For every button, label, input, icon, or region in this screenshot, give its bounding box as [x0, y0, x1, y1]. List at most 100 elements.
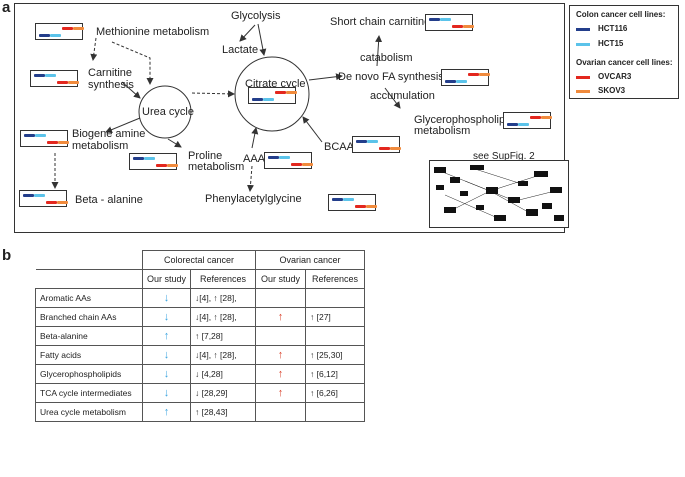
cell-line-dash: [379, 147, 390, 150]
cell-line-dash: [356, 140, 367, 143]
cell-line-dash: [286, 91, 297, 94]
row-ov-our-study: [255, 288, 306, 308]
cell-line-dash: [445, 80, 456, 83]
pathway-frame: [14, 3, 565, 233]
cell-line-dash: [390, 147, 401, 150]
glycero-label-line1: Glycerophospholipid: [414, 114, 514, 126]
row-cr-our-study: ↑: [142, 326, 191, 346]
catabolism-label: catabolism: [360, 52, 413, 64]
legend-skov3: SKOV3: [598, 86, 626, 95]
table-row: Fatty acids↓↓[4], ↑ [28],↑↑ [25,30]: [35, 345, 365, 365]
cell-line-dash: [23, 194, 34, 197]
cell-line-dash: [279, 156, 290, 159]
cell-line-dash: [62, 27, 73, 30]
row-cr-references: ↓[4], ↑ [28],: [190, 345, 256, 365]
biogenic-label-line2: metabolism: [72, 140, 129, 152]
row-ov-references: ↑ [6,12]: [305, 364, 365, 384]
indicator-proline: [129, 153, 178, 170]
cell-line-dash: [291, 163, 302, 166]
table-row: Beta-alanine↑↑ [7,28]: [35, 326, 365, 346]
glycolysis-label: Glycolysis: [231, 10, 281, 22]
legend-hct15: HCT15: [598, 39, 624, 48]
proline-label-line2: metabolism: [188, 161, 245, 173]
table-corner-cell: [35, 250, 143, 270]
cell-line-legend: Colon cancer cell lines: HCT116 HCT15 Ov…: [569, 5, 679, 99]
row-cr-our-study: ↑: [142, 402, 191, 422]
row-cr-our-study: ↓: [142, 307, 191, 327]
row-cr-references: ↓[4], ↑ [28],: [190, 307, 256, 327]
row-metabolite-name: Branched chain AAs: [35, 307, 143, 327]
row-metabolite-name: Beta-alanine: [35, 326, 143, 346]
urea-cycle-label: Urea cycle: [142, 106, 194, 118]
cell-line-dash: [332, 198, 343, 201]
row-metabolite-name: Glycerophospholipids: [35, 364, 143, 384]
results-table: Colorectal cancer Ovarian cancer Our stu…: [35, 250, 365, 422]
table-row: Urea cycle metabolism↑↑ [28,43]: [35, 402, 365, 422]
row-ov-our-study: ↑: [255, 364, 306, 384]
row-ov-references: [305, 326, 365, 346]
aaa-label: AAA: [243, 153, 266, 165]
row-cr-our-study: ↓: [142, 364, 191, 384]
row-metabolite-name: TCA cycle intermediates: [35, 383, 143, 403]
row-ov-references: ↑ [25,30]: [305, 345, 365, 365]
header-colorectal: Colorectal cancer: [142, 250, 256, 270]
table-blank-cell: [35, 269, 143, 289]
cell-line-dash: [275, 91, 286, 94]
row-cr-references: ↓[4], ↑ [28],: [190, 288, 256, 308]
header-cr-our-study: Our study: [142, 269, 191, 289]
header-ov-references: References: [305, 269, 365, 289]
carnitine-label-line1: Carnitine: [88, 67, 133, 79]
row-ov-our-study: ↑: [255, 307, 306, 327]
row-ov-references: ↑ [6,26]: [305, 383, 365, 403]
cell-line-dash: [167, 164, 178, 167]
row-cr-references: ↑ [28,43]: [190, 402, 256, 422]
carnitine-label-line2: synthesis: [88, 79, 134, 91]
cell-line-dash: [57, 81, 68, 84]
cell-line-dash: [367, 140, 378, 143]
header-ovarian: Ovarian cancer: [255, 250, 365, 270]
cell-line-dash: [355, 205, 366, 208]
panel-label-b: b: [2, 247, 12, 264]
cell-line-dash: [530, 116, 541, 119]
panel-label-a: a: [2, 0, 11, 16]
cell-line-dash: [35, 134, 46, 137]
glycero-label-line2: metabolism: [414, 125, 471, 137]
cell-line-dash: [440, 18, 451, 21]
legend-swatch-hct116: [576, 28, 590, 31]
cell-line-dash: [34, 74, 45, 77]
header-ov-our-study: Our study: [255, 269, 306, 289]
cell-line-dash: [268, 156, 279, 159]
bcaa-label: BCAA: [324, 141, 354, 153]
table-row: Aromatic AAs↓↓[4], ↑ [28],: [35, 288, 365, 308]
short-chain-label: Short chain carnitines: [330, 16, 436, 28]
row-ov-references: [305, 402, 365, 422]
phenylacetylglycine-label: Phenylacetylglycine: [205, 193, 302, 205]
cell-line-dash: [45, 74, 56, 77]
table-row: Branched chain AAs↓↓[4], ↑ [28],↑↑ [27]: [35, 307, 365, 327]
indicator-beta-alanine: [19, 190, 68, 207]
row-cr-references: ↑ [7,28]: [190, 326, 256, 346]
header-cr-references: References: [190, 269, 256, 289]
row-ov-our-study: [255, 326, 306, 346]
supfig-label: see SupFig. 2: [473, 151, 535, 162]
row-cr-references: ↓ [4,28]: [190, 364, 256, 384]
cell-line-dash: [452, 25, 463, 28]
indicator-phenylacetylglycine: [328, 194, 377, 211]
legend-swatch-hct15: [576, 43, 590, 46]
cell-line-dash: [507, 123, 518, 126]
cell-line-dash: [302, 163, 313, 166]
cell-line-dash: [456, 80, 467, 83]
row-ov-references: [305, 288, 365, 308]
table-row: Glycerophospholipids↓↓ [4,28]↑↑ [6,12]: [35, 364, 365, 384]
row-cr-references: ↓ [28,29]: [190, 383, 256, 403]
cell-line-dash: [58, 141, 69, 144]
cell-line-dash: [50, 34, 61, 37]
proline-label-line1: Proline: [188, 150, 223, 162]
supfig-network-thumbnail: [429, 160, 569, 228]
cell-line-dash: [144, 157, 155, 160]
cell-line-dash: [468, 73, 479, 76]
cell-line-dash: [518, 123, 529, 126]
indicator-de-novo: [441, 69, 490, 86]
beta-alanine-label: Beta - alanine: [75, 194, 143, 206]
methionine-label: Methionine metabolism: [96, 26, 210, 38]
